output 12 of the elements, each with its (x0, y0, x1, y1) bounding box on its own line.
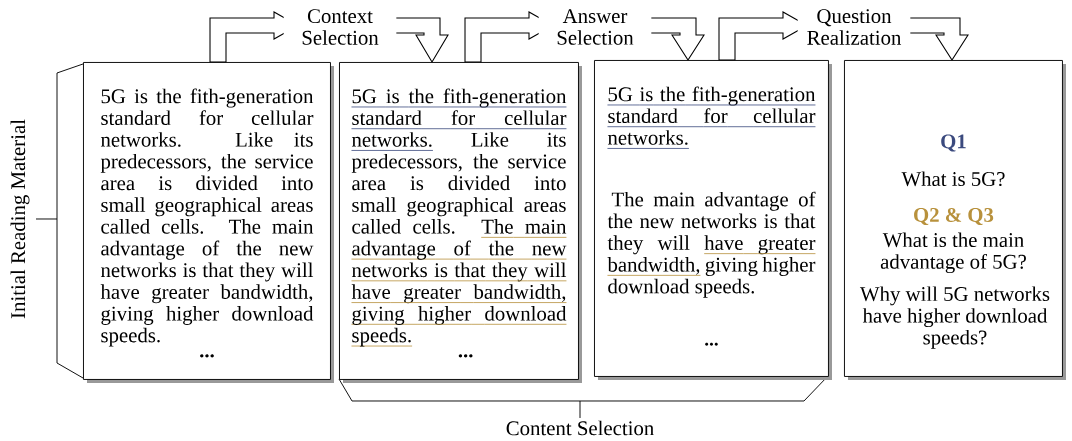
block-arrow (718, 11, 969, 61)
bracket-label: Content Selection (506, 420, 654, 436)
edge-label: Question Realization (797, 7, 911, 47)
block-arrow (209, 11, 449, 64)
page-box: 5G is the fith-generation standard for cellular networks. The main advantage of the new networks is that they will have greater bandwidth, giving higher download speeds. ... (594, 60, 832, 380)
bracket-label: Initial Reading Material (10, 119, 30, 319)
page-box: Q1 What is 5G? Q2 & Q3 What is the main advantage of 5G? Why will 5G networks have higher download speeds? (844, 60, 1066, 380)
page-box: 5G is the fith-generation standard for cellular networks. Like its predecessors, the service area is divided into small geographical areas called cells. The main advantage of the new networks is that they will have greater bandwidth, giving higher download speeds. ... (83, 62, 334, 383)
edge-label: Context Selection (283, 7, 397, 47)
edge-label: Answer Selection (538, 7, 652, 47)
page-box: 5G is the fith-generation standard for cellular networks. Like its predecessors, the service area is divided into small geographical areas called cells. The main advantage of the new networks is that they will have greater bandwidth, giving higher download speeds. ... (339, 62, 582, 383)
block-arrow (464, 11, 705, 63)
